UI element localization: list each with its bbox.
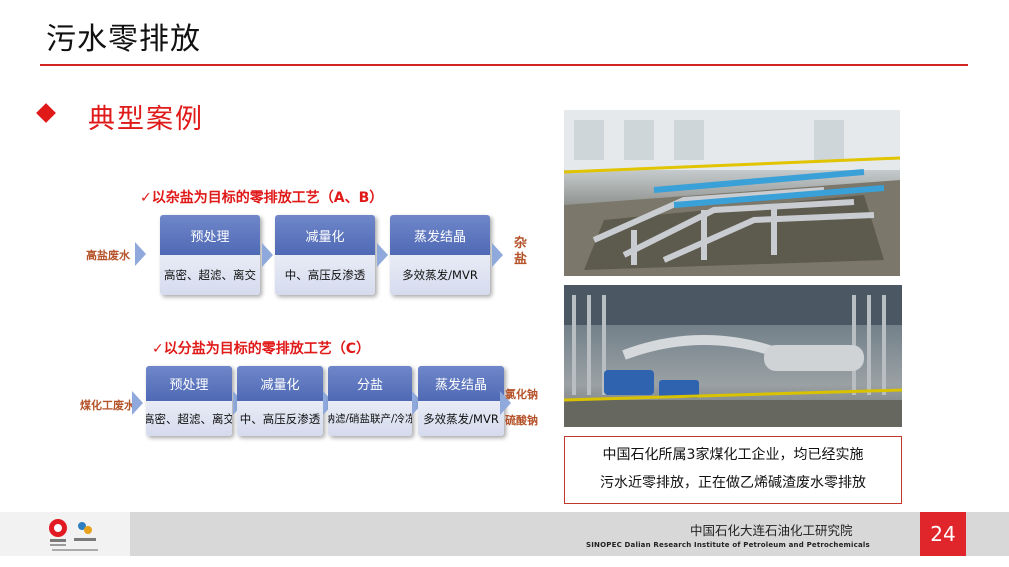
arrow-right-icon xyxy=(377,243,388,267)
process-a-step-2: 减量化 中、高压反渗透 xyxy=(275,215,375,295)
organization-name-en: SINOPEC Dalian Research Institute of Pet… xyxy=(586,541,870,549)
water-treatment-tank-photo xyxy=(564,110,900,276)
step-head: 预处理 xyxy=(160,215,260,255)
process-c-output-1: 氯化钠 xyxy=(505,386,538,402)
process-a-title: ✓以杂盐为目标的零排放工艺（A、B） xyxy=(140,187,383,207)
slide-title: 污水零排放 xyxy=(46,14,201,58)
arrow-right-icon xyxy=(262,243,273,267)
process-c-title: ✓以分盐为目标的零排放工艺（C） xyxy=(152,338,370,358)
footer-logo-area xyxy=(0,512,130,556)
step-body: 高密、超滤、离交 xyxy=(160,255,260,295)
step-head: 分盐 xyxy=(328,366,412,401)
caption-line-2: 污水近零排放，正在做乙烯碱渣废水零排放 xyxy=(565,469,901,497)
step-head: 减量化 xyxy=(237,366,323,401)
process-c-step-2: 减量化 中、高压反渗透 xyxy=(237,366,323,436)
section-heading: 典型案例 xyxy=(88,97,204,136)
process-c-step-1: 预处理 高密、超滤、离交 xyxy=(146,366,232,436)
pump-room-photo xyxy=(564,285,902,427)
step-head: 蒸发结晶 xyxy=(418,366,504,401)
process-c-output-2: 硫酸钠 xyxy=(505,412,538,428)
step-body: 中、高压反渗透 xyxy=(237,401,323,436)
step-head: 蒸发结晶 xyxy=(390,215,490,255)
process-c-input-label: 煤化工废水 xyxy=(80,397,135,413)
step-head: 预处理 xyxy=(146,366,232,401)
step-body: 高密、超滤、离交 xyxy=(146,401,232,436)
process-a-step-1: 预处理 高密、超滤、离交 xyxy=(160,215,260,295)
organization-name-cn: 中国石化大连石油化工研究院 xyxy=(690,520,853,539)
process-a-output-label: 杂盐 xyxy=(514,236,526,268)
footer-bar xyxy=(0,512,1009,556)
step-body: 中、高压反渗透 xyxy=(275,255,375,295)
diamond-bullet-icon xyxy=(36,103,56,123)
page-number: 24 xyxy=(920,512,966,556)
step-body: 多效蒸发/MVR xyxy=(390,255,490,295)
process-c-step-4: 蒸发结晶 多效蒸发/MVR xyxy=(418,366,504,436)
caption-box: 中国石化所属3家煤化工企业，均已经实施 污水近零排放，正在做乙烯碱渣废水零排放 xyxy=(564,436,902,504)
arrow-right-icon xyxy=(132,391,143,415)
step-body: 纳滤/硝盐联产/冷冻 xyxy=(328,401,412,436)
caption-line-1: 中国石化所属3家煤化工企业，均已经实施 xyxy=(565,441,901,469)
title-divider xyxy=(40,64,968,66)
step-body: 多效蒸发/MVR xyxy=(418,401,504,436)
process-a-step-3: 蒸发结晶 多效蒸发/MVR xyxy=(390,215,490,295)
process-c-step-3: 分盐 纳滤/硝盐联产/冷冻 xyxy=(328,366,412,436)
step-head: 减量化 xyxy=(275,215,375,255)
arrow-right-icon xyxy=(492,243,503,267)
process-a-input-label: 高盐废水 xyxy=(86,247,130,263)
arrow-right-icon xyxy=(135,242,146,266)
